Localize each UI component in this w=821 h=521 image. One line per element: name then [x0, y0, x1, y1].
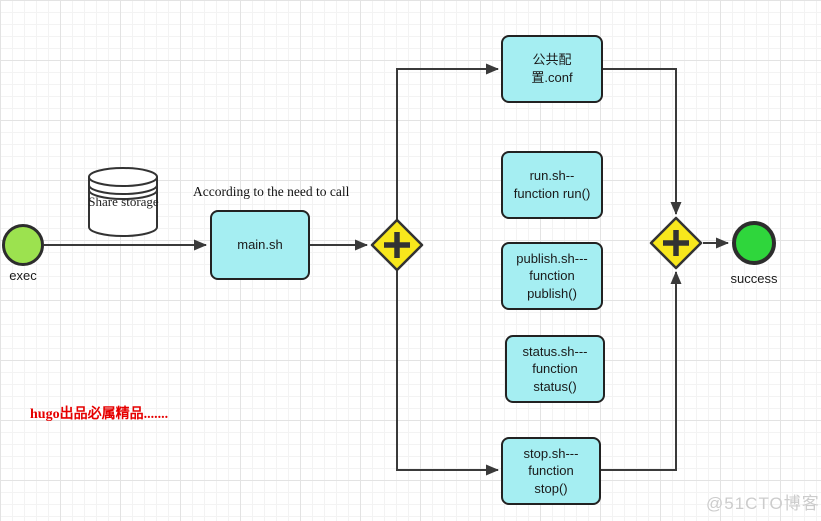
database-cylinder-icon — [88, 167, 158, 237]
task-status: status.sh--- function status() — [505, 335, 605, 403]
flow-gateway1-to-stop — [396, 270, 499, 476]
plus-icon — [663, 230, 689, 256]
task-publish-label: publish.sh--- function publish() — [516, 250, 588, 301]
task-stop: stop.sh--- function stop() — [501, 437, 601, 505]
note-text: hugo出品必属精品....... — [30, 407, 169, 422]
task-run: run.sh-- function run() — [501, 151, 603, 219]
task-conf-label: 公共配置.conf — [531, 52, 573, 85]
flow-stop-to-gateway2 — [601, 271, 682, 471]
storage-cylinder: Share storage — [87, 166, 160, 239]
plus-icon — [384, 232, 410, 258]
task-main-sh-label: main.sh — [237, 237, 283, 253]
annotation-text: According to the need to call — [193, 184, 350, 199]
task-stop-label: stop.sh--- function stop() — [523, 445, 579, 496]
start-event-label: exec — [9, 268, 37, 283]
task-status-label: status.sh--- function status() — [522, 343, 588, 394]
watermark-text: @51CTO博客 — [706, 494, 820, 513]
start-event-circle — [2, 224, 44, 266]
storage-label: Share storage — [88, 194, 159, 209]
task-main-sh: main.sh — [210, 210, 310, 280]
flow-conf-to-gateway2 — [603, 68, 682, 215]
end-event-label: success — [730, 271, 778, 286]
parallel-gateway-1 — [370, 218, 424, 272]
end-event-circle — [732, 221, 776, 265]
task-run-label: run.sh-- function run() — [513, 168, 591, 201]
flow-gateway1-to-conf — [396, 63, 499, 220]
task-publish: publish.sh--- function publish() — [501, 242, 603, 310]
parallel-gateway-2 — [649, 216, 703, 270]
task-conf: 公共配置.conf — [501, 35, 603, 103]
